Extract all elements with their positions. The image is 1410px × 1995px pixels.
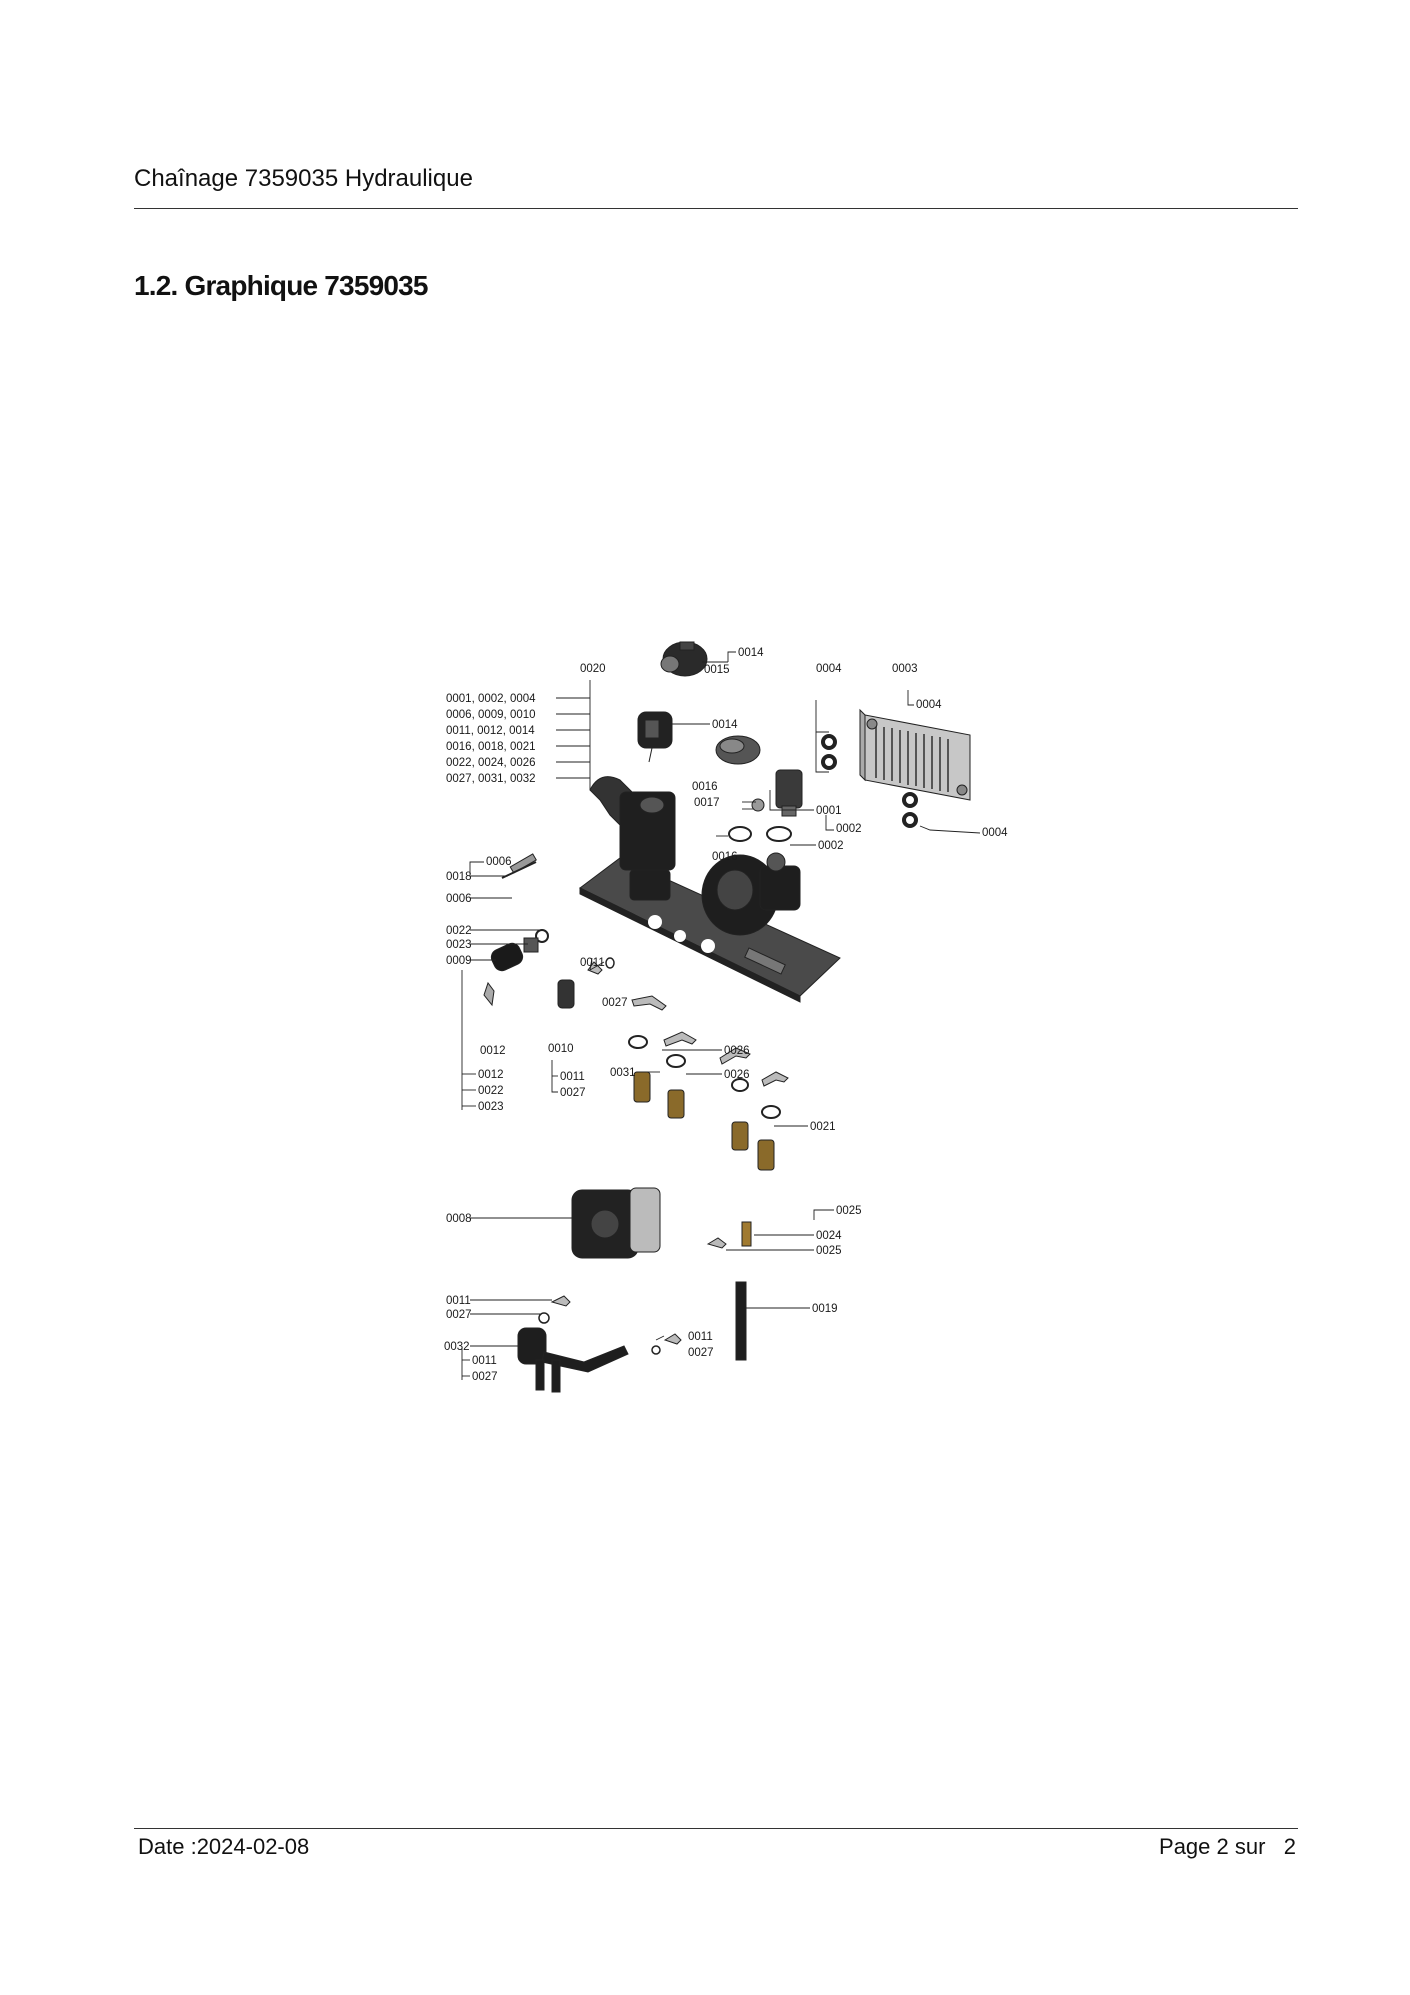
- callout-label: 0003: [892, 663, 918, 675]
- callout-label: 0014: [712, 719, 738, 731]
- document-header: Chaînage 7359035 Hydraulique: [134, 165, 473, 192]
- callout-label: 0022: [446, 925, 472, 937]
- group-label: 0006, 0009, 0010: [446, 709, 536, 721]
- footer-divider: [134, 1828, 1298, 1829]
- callout-label: 0027: [446, 1309, 472, 1321]
- cartridge-part: [775, 769, 803, 817]
- callout-label: 0010: [548, 1043, 574, 1055]
- callout-label: 0023: [478, 1101, 504, 1113]
- callout-label: 0014: [738, 647, 764, 659]
- callout-label: 0021: [810, 1121, 836, 1133]
- group-label: 0016, 0018, 0021: [446, 741, 536, 753]
- sensor-part: [501, 853, 537, 879]
- bottom-manifold-part: [517, 1327, 629, 1393]
- callout-label: 0006: [486, 856, 512, 868]
- group-label: 0022, 0024, 0026: [446, 757, 536, 769]
- callout-label: 0016: [712, 851, 738, 863]
- callout-label: 0032: [444, 1341, 470, 1353]
- callout-label: 0019: [812, 1303, 838, 1315]
- callout-label: 0026: [724, 1045, 750, 1057]
- group-label: 0027, 0031, 0032: [446, 773, 536, 785]
- circulator-pump-part: [571, 1187, 661, 1259]
- callout-label: 0022: [478, 1085, 504, 1097]
- callout-label: 0011: [446, 1295, 471, 1307]
- callout-label: 0024: [816, 1230, 842, 1242]
- callout-label: 0017: [694, 797, 720, 809]
- callout-label: 0020: [580, 663, 606, 675]
- callout-label: 0018: [446, 871, 472, 883]
- callout-label: 0023: [446, 939, 472, 951]
- group-label: 0001, 0002, 0004: [446, 693, 536, 705]
- valve-cover-part: [715, 735, 761, 765]
- callout-label: 0011: [688, 1331, 713, 1343]
- callout-label: 0027: [560, 1087, 586, 1099]
- hydraulic-block-part: [589, 776, 676, 901]
- brass-fittings-part: [633, 1071, 775, 1171]
- callout-label: 0002: [836, 823, 862, 835]
- callout-label: 0012: [478, 1069, 504, 1081]
- callout-label: 0004: [916, 699, 942, 711]
- leader-lines: [461, 651, 981, 1380]
- group-label: 0011, 0012, 0014: [446, 725, 535, 737]
- callout-label: 0012: [480, 1045, 506, 1057]
- fan-part: [660, 641, 708, 677]
- callout-label: 0011: [560, 1071, 585, 1083]
- section-title: 1.2. Graphique 7359035: [134, 270, 428, 301]
- callout-label: 0004: [982, 827, 1008, 839]
- group-callout-labels: 0001, 0002, 0004 0006, 0009, 0010 0011, …: [446, 693, 536, 785]
- callout-label: 0025: [836, 1205, 862, 1217]
- callout-label: 0004: [816, 663, 842, 675]
- callout-label: 0016: [692, 781, 718, 793]
- callout-label: 0009: [446, 955, 472, 967]
- callout-label: 0015: [704, 664, 730, 676]
- callout-label: 0001: [816, 805, 842, 817]
- exploded-parts-diagram: 0001, 0002, 0004 0006, 0009, 0010 0011, …: [440, 640, 1030, 1430]
- callout-label: 0025: [816, 1245, 842, 1257]
- callout-label: 0026: [724, 1069, 750, 1081]
- motor-head-part: [637, 711, 673, 763]
- heat-exchanger-part: [859, 708, 971, 801]
- callout-label: 0031: [610, 1067, 636, 1079]
- callout-label: 0002: [818, 840, 844, 852]
- callout-label: 0011: [472, 1355, 497, 1367]
- footer-date: Date :2024-02-08: [138, 1834, 310, 1859]
- callout-label: 0027: [472, 1371, 498, 1383]
- part-callout-labels: 0014 0015 0020 0004 0003 0004 0014 0016 …: [444, 647, 1008, 1383]
- callout-label: 0027: [602, 997, 628, 1009]
- callout-label: 0006: [446, 893, 472, 905]
- callout-label: 0027: [688, 1347, 714, 1359]
- footer-page-number: Page 2 sur 2: [1159, 1834, 1296, 1859]
- callout-label: 0011: [580, 957, 605, 969]
- callout-label: 0008: [446, 1213, 472, 1225]
- pump-housing-part: [701, 852, 801, 936]
- parts-illustration: [483, 641, 971, 1393]
- filter-part: [490, 929, 549, 972]
- header-divider: [134, 208, 1298, 209]
